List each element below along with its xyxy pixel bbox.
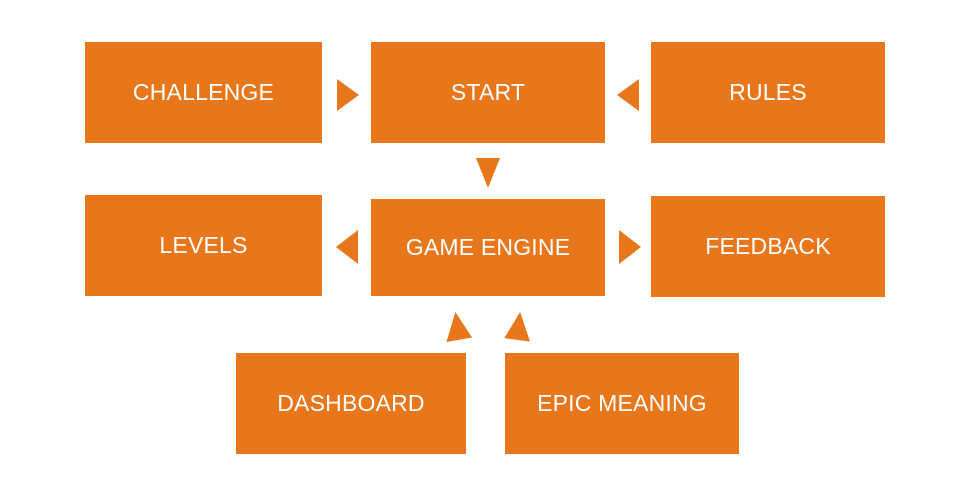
arrow-start-to-game-engine xyxy=(476,158,500,188)
dashboard-box: DASHBOARD xyxy=(236,353,466,454)
arrow-epic-meaning-to-game-engine xyxy=(504,312,531,342)
game-engine-box: GAME ENGINE xyxy=(371,199,605,296)
challenge-label: CHALLENGE xyxy=(132,79,275,105)
epic-meaning-label: EPIC MEANING xyxy=(537,390,707,416)
rules-box: RULES xyxy=(651,42,885,143)
arrow-game-engine-to-levels xyxy=(336,230,358,264)
arrow-dashboard-to-game-engine xyxy=(446,312,473,343)
feedback-box: FEEDBACK xyxy=(651,196,885,297)
levels-box: LEVELS xyxy=(85,195,322,296)
arrow-rules-to-start xyxy=(617,79,639,111)
epic-meaning-box: EPIC MEANING xyxy=(505,353,739,454)
feedback-label: FEEDBACK xyxy=(705,233,831,259)
arrow-game-engine-to-feedback xyxy=(619,230,641,264)
rules-label: RULES xyxy=(729,79,807,105)
levels-label: LEVELS xyxy=(159,232,248,258)
game-engine-label: GAME ENGINE xyxy=(405,234,571,260)
dashboard-label: DASHBOARD xyxy=(277,390,425,416)
start-label: START xyxy=(450,79,526,105)
arrow-challenge-to-start xyxy=(337,79,359,111)
start-box: START xyxy=(371,42,605,143)
challenge-box: CHALLENGE xyxy=(85,42,322,143)
